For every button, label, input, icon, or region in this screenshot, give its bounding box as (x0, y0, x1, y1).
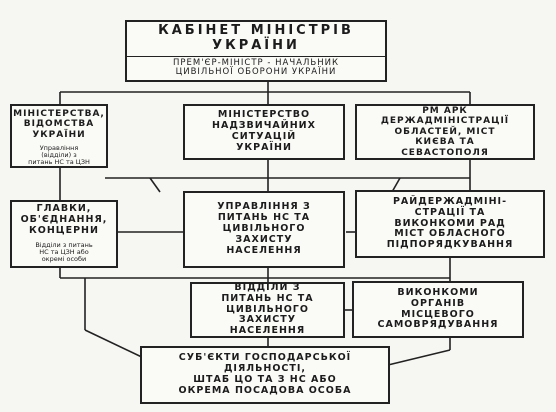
concerns-title: ГЛАВКИ, ОБ'ЄДНАННЯ, КОНЦЕРНИ (20, 203, 108, 237)
economic-entities-box: СУБ'ЄКТИ ГОСПОДАРСЬКОЇ ДІЯЛЬНОСТІ, ШТАБ … (140, 346, 390, 404)
local-government-title: ВИКОНКОМИ ОРГАНІВ МІСЦЕВОГО САМОВРЯДУВАН… (377, 286, 499, 331)
ministries-note: Управління (відділи) з питань НС та ЦЗН (28, 144, 90, 167)
connector (391, 177, 401, 193)
concerns-note: Відділи з питань НС та ЦЗН або окремі ос… (35, 241, 93, 264)
cabinet-divider (127, 55, 385, 57)
local-government-box: ВИКОНКОМИ ОРГАНІВ МІСЦЕВОГО САМОВРЯДУВАН… (352, 281, 524, 338)
regional-admins-title: РМ АРК ДЕРЖАДМІНІСТРАЦІЇ ОБЛАСТЕЙ, МІСТ … (380, 106, 510, 158)
ministries-title: МІНІСТЕРСТВА, ВІДОМСТВА УКРАЇНИ (13, 109, 105, 140)
cabinet-subtitle: ПРЕМ'ЄР-МІНІСТР - НАЧАЛЬНИК ЦИВІЛЬНОЇ ОБ… (172, 57, 339, 78)
connector (387, 349, 451, 366)
district-admins-box: РАЙДЕРЖАДМІНІ- СТРАЦІЇ ТА ВИКОНКОМИ РАД … (355, 190, 545, 258)
emergency-ministry-title: МІНІСТЕРСТВО НАДЗВИЧАЙНИХ СИТУАЦІЙ УКРАЇ… (212, 109, 316, 153)
civil-protection-departments-box: УПРАВЛІННЯ З ПИТАНЬ НС ТА ЦИВІЛЬНОГО ЗАХ… (183, 191, 345, 268)
cabinet-of-ministers-box: КАБІНЕТ МІНІСТРІВ УКРАЇНИ ПРЕМ'ЄР-МІНІСТ… (125, 20, 387, 82)
concerns-box: ГЛАВКИ, ОБ'ЄДНАННЯ, КОНЦЕРНИ Відділи з п… (10, 200, 118, 268)
emergency-ministry-box: МІНІСТЕРСТВО НАДЗВИЧАЙНИХ СИТУАЦІЙ УКРАЇ… (183, 104, 345, 160)
economic-entities-title: СУБ'ЄКТИ ГОСПОДАРСЬКОЇ ДІЯЛЬНОСТІ, ШТАБ … (178, 352, 352, 396)
civil-protection-sections-box: ВІДДІЛИ З ПИТАНЬ НС ТА ЦИВІЛЬНОГО ЗАХИСТ… (190, 282, 345, 338)
regional-admins-box: РМ АРК ДЕРЖАДМІНІСТРАЦІЇ ОБЛАСТЕЙ, МІСТ … (355, 104, 535, 160)
connector (149, 177, 161, 193)
connector (84, 329, 149, 361)
cabinet-title: КАБІНЕТ МІНІСТРІВ УКРАЇНИ (158, 22, 354, 53)
civil-protection-sections-title: ВІДДІЛИ З ПИТАНЬ НС ТА ЦИВІЛЬНОГО ЗАХИСТ… (221, 281, 314, 337)
district-admins-title: РАЙДЕРЖАДМІНІ- СТРАЦІЇ ТА ВИКОНКОМИ РАД … (386, 195, 514, 251)
ministries-box: МІНІСТЕРСТВА, ВІДОМСТВА УКРАЇНИ Управлін… (10, 104, 108, 168)
civil-protection-departments-title: УПРАВЛІННЯ З ПИТАНЬ НС ТА ЦИВІЛЬНОГО ЗАХ… (217, 201, 311, 256)
